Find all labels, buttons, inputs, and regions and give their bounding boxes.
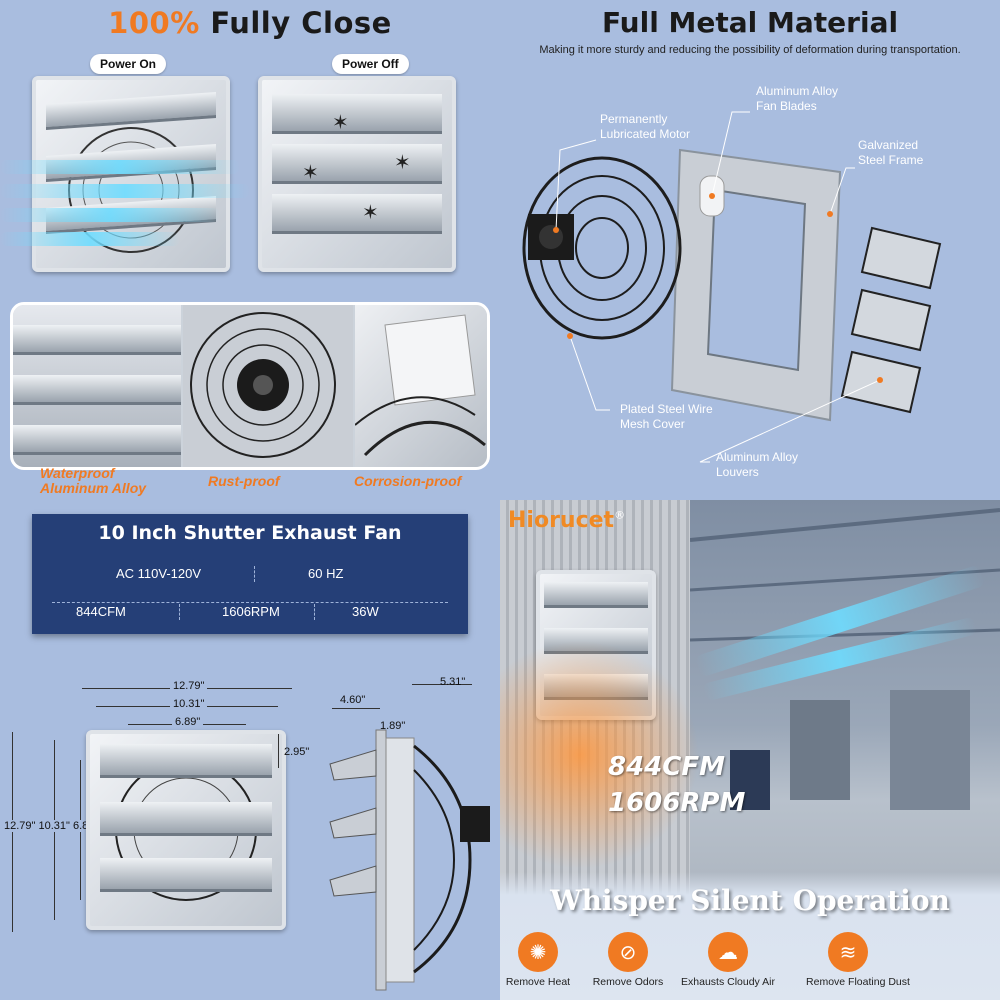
dim-slat: 2.95"	[284, 746, 310, 758]
callout-dot	[553, 227, 559, 233]
shutter-closed-image: ✶ ✶ ✶ ✶	[258, 76, 456, 272]
waterproof-label: Waterproof Aluminum Alloy	[40, 465, 147, 497]
callout-dot	[827, 211, 833, 217]
louver-shape	[329, 749, 377, 781]
mosquito-icon: ✶	[332, 112, 349, 134]
motor-photo	[183, 305, 353, 467]
spec-frequency: 60 HZ	[308, 566, 344, 581]
feature-band	[500, 872, 1000, 1000]
louvers-callout: Aluminum Alloy Louvers	[716, 450, 799, 479]
material-features-strip	[10, 302, 490, 470]
rpm-stat: 1606RPM	[608, 788, 746, 818]
air-icon: ☁	[708, 932, 748, 972]
bracket-photo	[355, 305, 487, 467]
power-off-label: Power Off	[332, 54, 409, 74]
blades-callout: Aluminum Alloy Fan Blades	[756, 84, 839, 113]
callout-dot	[709, 193, 715, 199]
airflow-wave	[0, 184, 250, 198]
wire-mesh-shape	[522, 156, 682, 340]
heat-icon: ✺	[518, 932, 558, 972]
silent-operation-title: Whisper Silent Operation	[550, 884, 950, 917]
material-panel: Full Metal Material Making it more sturd…	[500, 0, 1000, 500]
dim-depth-a: 4.60"	[340, 694, 366, 706]
waterproof-photo	[13, 305, 181, 467]
dim-depth-c: 1.89"	[380, 720, 406, 732]
motor-shape	[460, 806, 490, 842]
spec-speed: 1606RPM	[222, 604, 280, 619]
fully-close-panel: 100% Fully Close Power On Power Off ✶ ✶ …	[0, 0, 500, 500]
louver-shape	[860, 226, 942, 290]
louver-slat	[272, 144, 442, 184]
material-subtitle: Making it more sturdy and reducing the p…	[539, 44, 961, 56]
specs-panel: 10 Inch Shutter Exhaust Fan AC 110V-120V…	[0, 500, 500, 1000]
dim-heights: 12.79" 10.31" 6.89"	[2, 820, 101, 832]
wire-mesh-shape	[413, 744, 472, 974]
feature-label: Remove Odors	[592, 976, 664, 988]
louver-slat	[272, 194, 442, 234]
fan-front-image	[86, 730, 286, 930]
corrosion-proof-label: Corrosion-proof	[354, 473, 462, 489]
dim-depth-b: 5.31"	[440, 676, 466, 688]
mosquito-icon: ✶	[362, 202, 379, 224]
fully-close-title: 100% Fully Close	[108, 6, 392, 40]
material-title: Full Metal Material	[601, 6, 899, 39]
dim-width-inner: 6.89"	[172, 716, 204, 728]
cfm-stat: 844CFM	[608, 752, 725, 782]
feature-label: Remove Heat	[505, 976, 571, 988]
feature-label: Exhausts Cloudy Air	[681, 976, 775, 988]
dim-width-outer: 12.79"	[170, 680, 208, 692]
mosquito-icon: ✶	[302, 162, 319, 184]
heat-flow-graphic	[500, 640, 700, 870]
spec-voltage: AC 110V-120V	[116, 566, 202, 581]
feature-label: Remove Floating Dust	[806, 976, 910, 988]
fan-motor-icon	[190, 312, 336, 458]
power-on-label: Power On	[90, 54, 167, 74]
callout-dot	[567, 333, 573, 339]
airflow-wave	[0, 160, 240, 174]
spec-title: 10 Inch Shutter Exhaust Fan	[98, 522, 402, 544]
fan-side-image	[329, 729, 490, 991]
brand-logo: Hiorucet®	[508, 508, 626, 533]
exploded-fan-diagram	[522, 111, 942, 463]
louver-slat	[272, 94, 442, 134]
spec-power: 36W	[352, 604, 379, 619]
dust-icon: ≋	[828, 932, 868, 972]
airflow-wave	[0, 232, 180, 246]
mosquito-icon: ✶	[394, 152, 411, 174]
callout-dot	[877, 377, 883, 383]
mesh-callout: Plated Steel Wire Mesh Cover	[620, 402, 713, 431]
no-odor-icon: ⊘	[608, 932, 648, 972]
spec-card: 10 Inch Shutter Exhaust Fan AC 110V-120V…	[32, 514, 468, 634]
spec-airflow: 844CFM	[76, 604, 126, 619]
dim-width-mid: 10.31"	[170, 698, 208, 710]
airflow-wave	[0, 208, 220, 222]
bracket-icon	[355, 314, 486, 457]
rust-proof-label: Rust-proof	[208, 473, 280, 489]
motor-callout: Permanently Lubricated Motor	[600, 112, 691, 141]
in-use-panel: Hiorucet® 844CFM 1606RPM Whisper Silent …	[500, 500, 1000, 1000]
frame-callout: Galvanized Steel Frame	[858, 138, 924, 167]
